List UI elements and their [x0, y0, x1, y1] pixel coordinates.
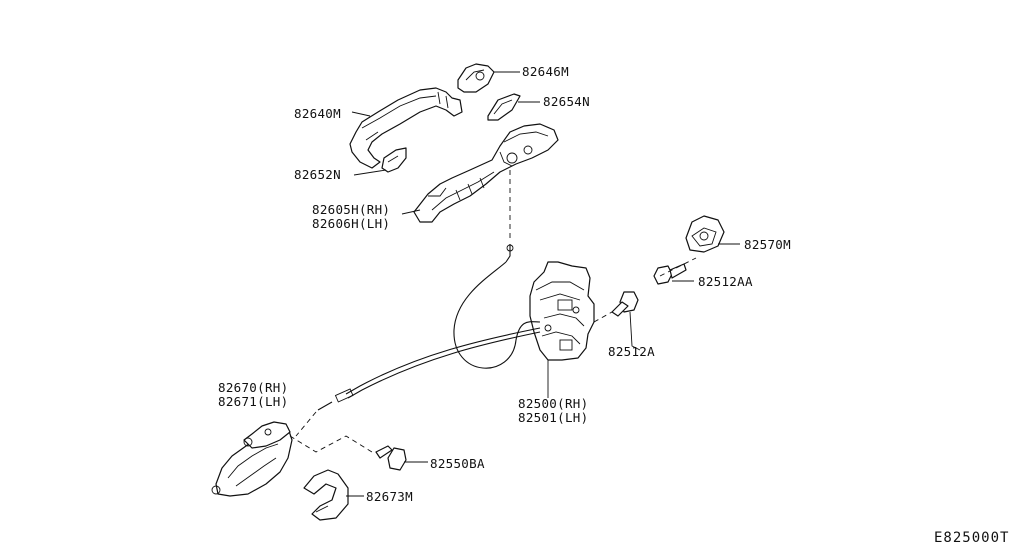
label-82512A: 82512A [608, 344, 655, 359]
diagram-code: E825000T [934, 530, 1009, 546]
label-82646M: 82646M [522, 64, 569, 79]
cylinder-cover-82646M [457, 63, 495, 93]
label-82606H: 82606H(LH) [312, 216, 390, 231]
gasket-82654N [487, 93, 521, 121]
label-82671: 82671(LH) [218, 394, 288, 409]
handle-bracket-82605H [413, 123, 559, 223]
screw-82512A [611, 291, 639, 317]
label-82605H: 82605H(RH) [312, 202, 390, 217]
label-82512AA: 82512AA [698, 274, 753, 289]
label-82640M: 82640M [294, 106, 341, 121]
bezel-82673M [303, 469, 349, 521]
door-lock-82500 [529, 261, 595, 361]
label-82670: 82670(RH) [218, 380, 288, 395]
escutcheon-82652N [381, 147, 407, 173]
striker-82570M [685, 215, 725, 253]
label-82501: 82501(LH) [518, 410, 588, 425]
label-82550BA: 82550BA [430, 456, 485, 471]
label-82500: 82500(RH) [518, 396, 588, 411]
cables [295, 170, 541, 437]
leader-lines [289, 71, 740, 497]
label-82673M: 82673M [366, 489, 413, 504]
label-82654N: 82654N [543, 94, 590, 109]
inside-handle-82670 [211, 421, 293, 497]
label-82652N: 82652N [294, 167, 341, 182]
outside-handle-82640M [349, 87, 463, 169]
bolt-82550BA [375, 445, 407, 471]
label-82570M: 82570M [744, 237, 791, 252]
